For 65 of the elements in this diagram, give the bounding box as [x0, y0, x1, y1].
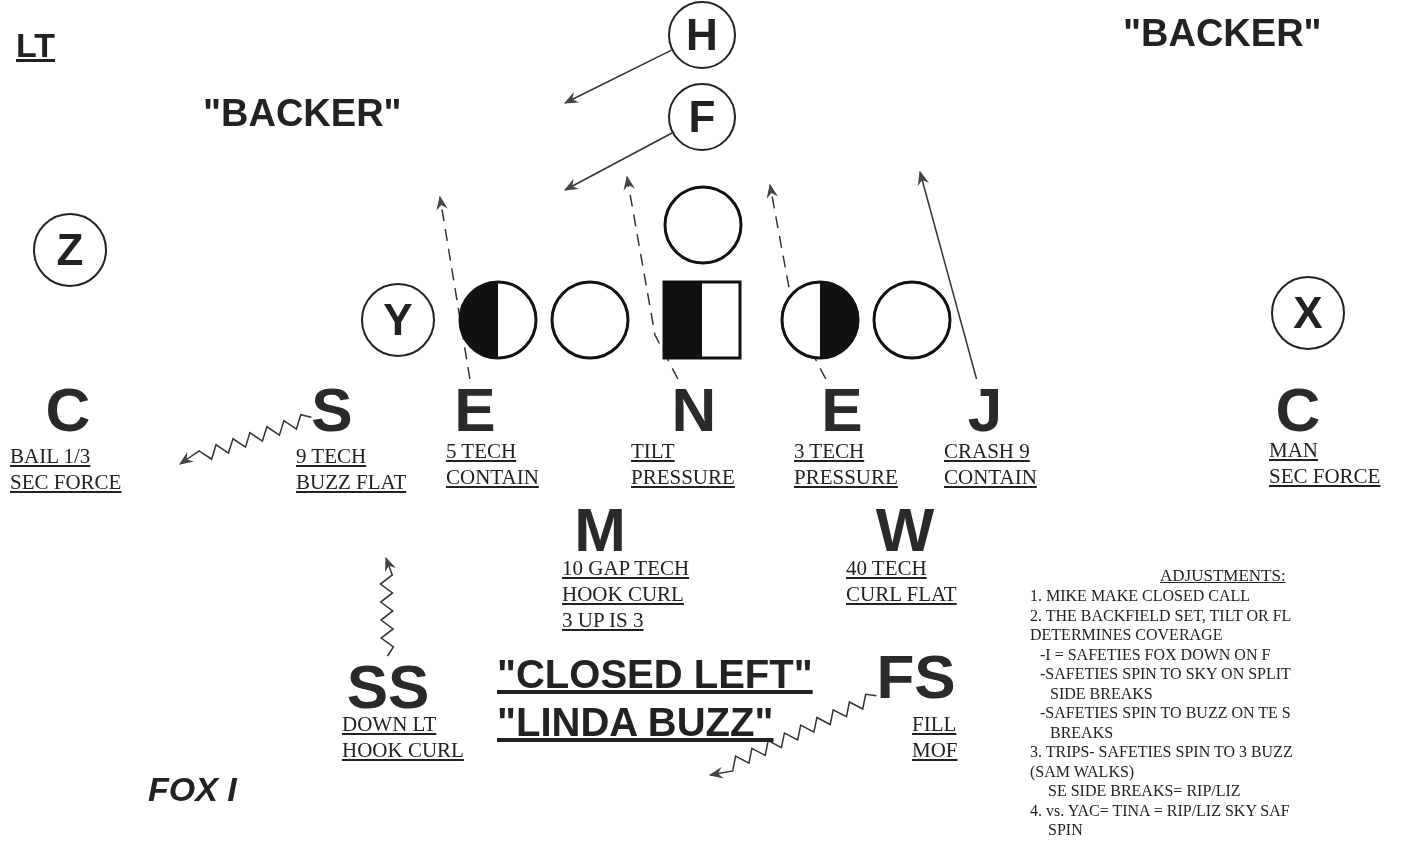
zigzag-arrow [708, 693, 878, 779]
player-circle [872, 280, 952, 360]
player-circle: H [668, 1, 736, 69]
note-text: 1. MIKE MAKE CLOSED CALL [1030, 587, 1250, 606]
player-circle [663, 185, 743, 265]
heading: LT [16, 26, 55, 65]
note-text: DETERMINES COVERAGE [1030, 626, 1223, 645]
note-text: SPIN [1048, 821, 1083, 840]
assignment-text: CONTAIN [944, 464, 1037, 491]
arrow [563, 49, 673, 104]
assignment-text: 3 TECH [794, 438, 865, 465]
assignment-text: PRESSURE [794, 464, 898, 491]
defender-letter: C [45, 379, 91, 441]
center-square [662, 280, 742, 360]
dashed-arrow [623, 175, 679, 380]
dashed-arrow [436, 195, 471, 380]
assignment-text: SEC FORCE [1269, 463, 1381, 490]
defender-letter: E [821, 379, 863, 441]
assignment-text: 3 UP IS 3 [562, 607, 644, 634]
assignment-text: HOOK CURL [562, 581, 684, 608]
player-circle: Y [361, 283, 435, 357]
assignment-text: CURL FLAT [846, 581, 957, 608]
defender-letter: E [454, 379, 496, 441]
formation-label: FOX I [148, 770, 237, 809]
play-call: "LINDA BUZZ" [497, 700, 774, 745]
assignment-text: 9 TECH [296, 443, 367, 470]
note-text: 3. TRIPS- SAFETIES SPIN TO 3 BUZZ [1030, 743, 1293, 762]
heading: "BACKER" [203, 92, 402, 135]
note-text: -I = SAFETIES FOX DOWN ON F [1040, 645, 1271, 664]
note-text: 4. vs. YAC= TINA = RIP/LIZ SKY SAF [1030, 801, 1290, 820]
heading: "BACKER" [1123, 12, 1322, 55]
player-circle: F [668, 83, 736, 151]
player-circle [550, 280, 630, 360]
assignment-text: 5 TECH [446, 438, 517, 465]
half-shaded-circle [780, 280, 860, 360]
assignment-text: HOOK CURL [342, 737, 464, 764]
assignment-text: FILL [912, 711, 957, 738]
assignment-text: CRASH 9 [944, 438, 1030, 465]
assignment-text: MOF [912, 737, 958, 764]
note-text: -SAFETIES SPIN TO SKY ON SPLIT [1040, 665, 1291, 684]
defender-letter: FS [876, 646, 956, 708]
assignment-text: SEC FORCE [10, 469, 122, 496]
defender-letter: N [671, 379, 717, 441]
note-text: SIDE BREAKS [1050, 684, 1153, 703]
note-text: (SAM WALKS) [1030, 762, 1135, 781]
assignment-text: PRESSURE [631, 464, 735, 491]
zigzag-arrow [179, 413, 313, 465]
note-text: 2. THE BACKFIELD SET, TILT OR FL [1030, 606, 1292, 625]
note-text: SE SIDE BREAKS= RIP/LIZ [1048, 782, 1241, 801]
notes-heading: ADJUSTMENTS: [1160, 566, 1286, 586]
assignment-text: CONTAIN [446, 464, 539, 491]
play-call: "CLOSED LEFT" [497, 652, 813, 697]
note-text: -SAFETIES SPIN TO BUZZ ON TE S [1040, 704, 1291, 723]
arrow [563, 132, 673, 191]
player-circle: Z [33, 213, 107, 287]
assignment-text: BAIL 1/3 [10, 443, 91, 470]
note-text: BREAKS [1050, 723, 1114, 742]
half-shaded-circle [458, 280, 538, 360]
assignment-text: TILT [631, 438, 675, 465]
zigzag-arrow [379, 556, 396, 657]
player-circle: X [1271, 276, 1345, 350]
defender-letter: S [311, 379, 353, 441]
arrow [917, 170, 978, 380]
assignment-text: BUZZ FLAT [296, 469, 407, 496]
defender-letter: J [967, 379, 1003, 441]
